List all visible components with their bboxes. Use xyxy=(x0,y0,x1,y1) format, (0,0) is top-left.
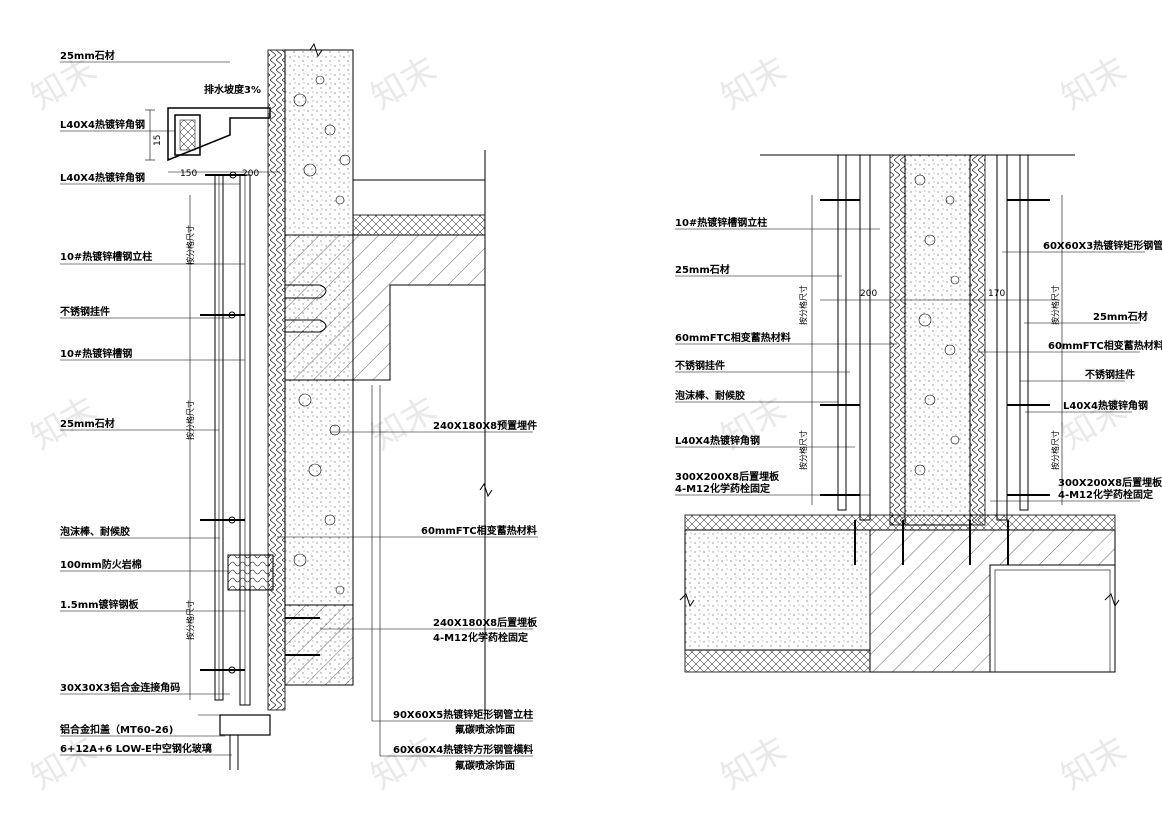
vertical-note: 按分格尺寸 xyxy=(185,600,195,640)
ftc-insulation-strip xyxy=(267,49,286,711)
label: 10#热镀锌槽钢立柱 xyxy=(675,216,767,229)
label: 90X60X5热镀锌矩形钢管立柱 xyxy=(393,708,533,721)
aggregate-circles xyxy=(914,174,960,476)
vertical-note: 按分格尺寸 xyxy=(185,225,195,265)
steel-post-left xyxy=(859,154,871,521)
right-labels: 10#热镀锌槽钢立柱 25mm石材 60mmFTC相变蓄热材料 不锈钢挂件 泡沫… xyxy=(675,216,1162,502)
concrete-wall xyxy=(904,154,971,526)
label: 60mmFTC相变蓄热材料 xyxy=(1048,339,1162,352)
label: 60mmFTC相变蓄热材料 xyxy=(675,331,791,344)
floor-finish xyxy=(684,514,1116,531)
left-section-detail xyxy=(145,42,493,770)
label: 泡沫棒、耐候胶 xyxy=(60,525,130,538)
slab-left xyxy=(684,529,871,651)
dim-15: 15 xyxy=(153,135,163,146)
svg-text:知末: 知末 xyxy=(365,389,444,458)
svg-text:知末: 知末 xyxy=(365,49,444,118)
label: 60mmFTC相变蓄热材料 xyxy=(421,524,537,537)
label: 300X200X8后置埋板 xyxy=(1058,476,1162,489)
steel-post-right xyxy=(996,154,1008,521)
label: 25mm石材 xyxy=(60,49,115,62)
label: 60X60X4热镀锌方形钢管横料 xyxy=(393,743,533,756)
label: 30X30X3铝合金连接角码 xyxy=(60,681,180,694)
label: 25mm石材 xyxy=(1093,310,1148,323)
svg-text:知末: 知末 xyxy=(1055,389,1134,458)
label: 氟碳喷涂饰面 xyxy=(455,723,515,736)
svg-text:知末: 知末 xyxy=(715,729,794,798)
aluminium-cap xyxy=(219,714,271,736)
label: 10#热镀锌槽钢 xyxy=(60,347,132,360)
label: 25mm石材 xyxy=(60,417,115,430)
svg-text:知末: 知末 xyxy=(1055,729,1134,798)
svg-text:知末: 知末 xyxy=(365,729,444,798)
structural-slab xyxy=(869,529,1116,673)
aggregate-circles xyxy=(293,75,351,595)
label: 不锈钢挂件 xyxy=(60,305,110,318)
label: 排水坡度3% xyxy=(204,83,261,96)
svg-text:知末: 知末 xyxy=(715,49,794,118)
label: 300X200X8后置埋板 xyxy=(675,470,780,483)
label: L40X4热镀锌角钢 xyxy=(60,118,145,131)
fire-rock-wool xyxy=(227,554,274,591)
stone-anchors xyxy=(200,171,245,674)
coping-cap xyxy=(167,107,271,162)
floor-finish xyxy=(352,214,486,236)
label: 6+12A+6 LOW-E中空钢化玻璃 xyxy=(60,742,212,755)
right-plan-detail xyxy=(679,154,1120,673)
stone-panel-left xyxy=(837,154,847,511)
ftc-insulation-left xyxy=(889,154,906,526)
label: 泡沫棒、耐候胶 xyxy=(675,389,745,402)
dim-170: 170 xyxy=(988,289,1005,299)
label: L40X4热镀锌角钢 xyxy=(1063,399,1148,412)
floor-slab xyxy=(284,234,486,381)
vertical-note: 按分格尺寸 xyxy=(1050,430,1060,470)
stone-panel-right xyxy=(1019,154,1029,511)
left-labels: 25mm石材 排水坡度3% L40X4热镀锌角钢 L40X4热镀锌角钢 10#热… xyxy=(60,49,538,772)
label: 4-M12化学药栓固定 xyxy=(675,482,770,495)
ftc-insulation-right xyxy=(969,154,986,526)
vertical-note: 按分格尺寸 xyxy=(1050,285,1060,325)
label: 4-M12化学药栓固定 xyxy=(433,631,528,644)
label: 10#热镀锌槽钢立柱 xyxy=(60,250,152,263)
label: L40X4热镀锌角钢 xyxy=(675,434,760,447)
label: 不锈钢挂件 xyxy=(1085,368,1135,381)
vertical-note: 按分格尺寸 xyxy=(798,285,808,325)
vertical-note: 按分格尺寸 xyxy=(185,400,195,440)
label: 60X60X3热镀锌矩形钢管 xyxy=(1043,239,1162,252)
label: 氟碳喷涂饰面 xyxy=(455,759,515,772)
label: 100mm防火岩棉 xyxy=(60,558,142,571)
label: 25mm石材 xyxy=(675,263,730,276)
label: 240X180X8预置埋件 xyxy=(433,419,537,432)
vertical-note: 按分格尺寸 xyxy=(798,430,808,470)
dim-200: 200 xyxy=(860,289,877,299)
label: 1.5mm镀锌钢板 xyxy=(60,598,140,611)
svg-text:知末: 知末 xyxy=(25,729,104,798)
dim-200: 200 xyxy=(242,169,259,179)
label: 不锈钢挂件 xyxy=(675,359,725,372)
label: L40X4热镀锌角钢 xyxy=(60,171,145,184)
label: 4-M12化学药栓固定 xyxy=(1058,488,1153,501)
svg-text:知末: 知末 xyxy=(1055,49,1134,118)
label: 铝合金扣盖（MT60-26) xyxy=(60,723,173,736)
dim-150: 150 xyxy=(180,169,197,179)
label: 240X180X8后置埋板 xyxy=(433,616,538,629)
